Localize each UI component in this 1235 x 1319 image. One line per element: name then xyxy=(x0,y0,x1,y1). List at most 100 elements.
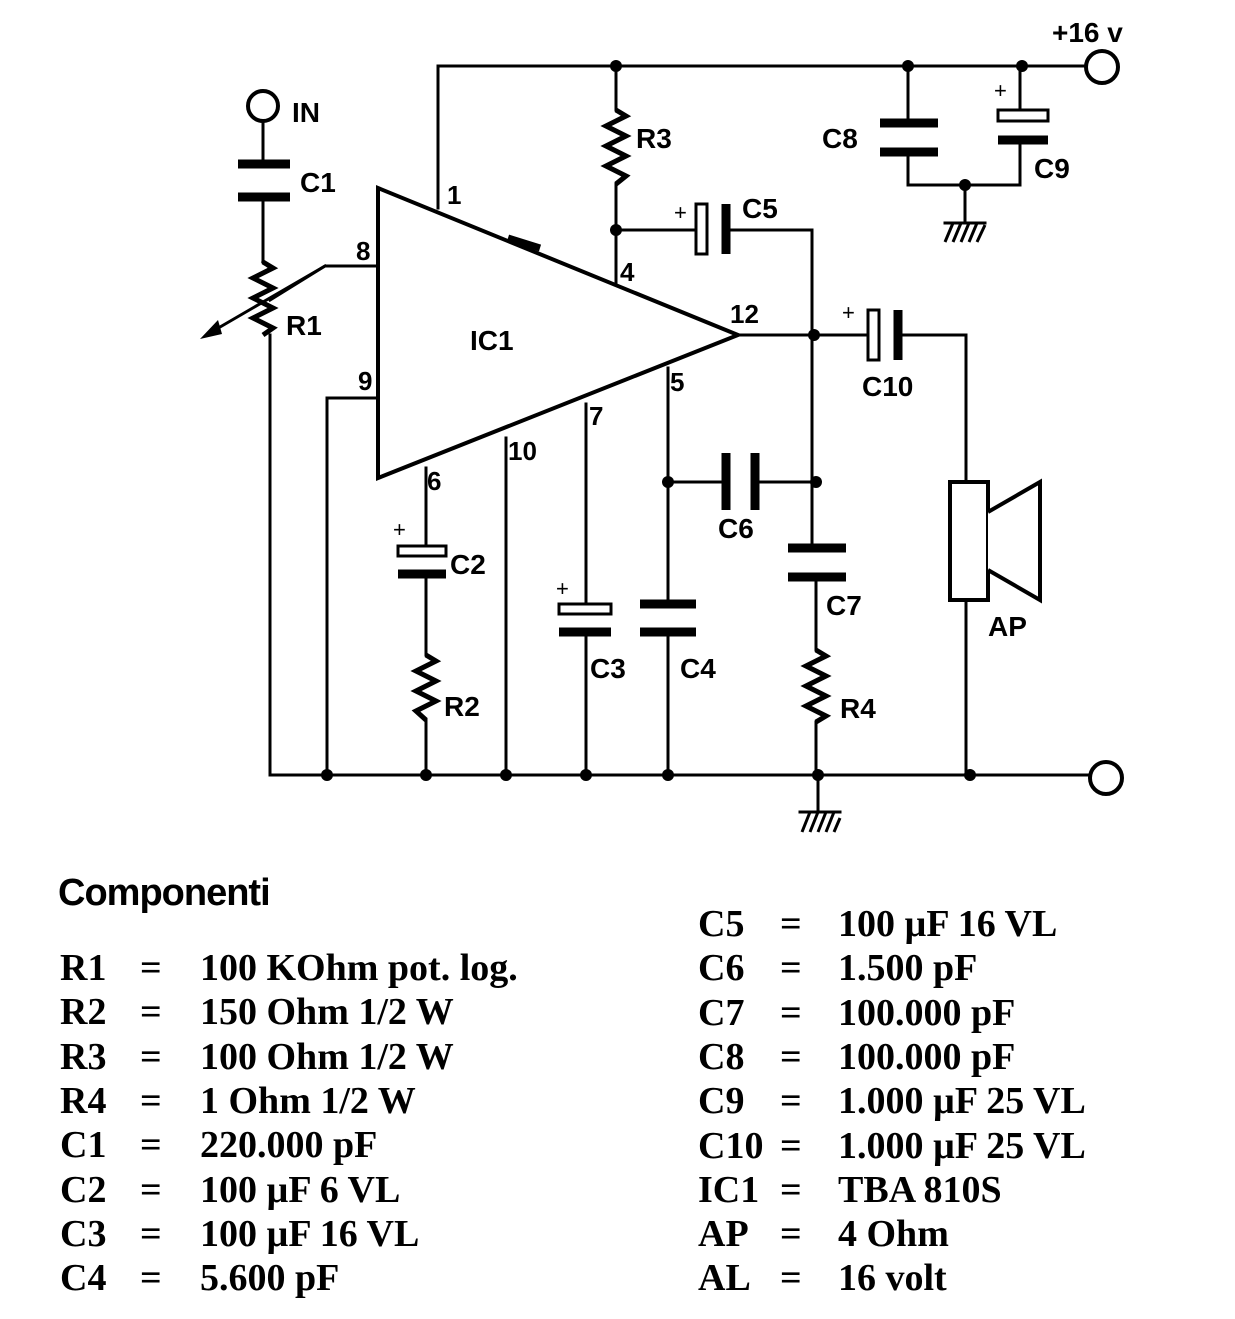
component-value: 150 Ohm 1/2 W xyxy=(200,991,454,1034)
r1-label: R1 xyxy=(286,310,322,341)
component-value: 1 Ohm 1/2 W xyxy=(200,1079,416,1122)
component-name: R4 xyxy=(60,1079,107,1122)
capacitors xyxy=(238,118,938,637)
wires xyxy=(260,64,1092,812)
equals-sign: = xyxy=(140,947,162,989)
component-value: 5.600 pF xyxy=(200,1257,340,1300)
component-row: C6=1.500 pF xyxy=(698,946,1235,990)
c8-label: C8 xyxy=(822,123,858,154)
r4-label: R4 xyxy=(840,693,876,724)
c9-plus-sign: + xyxy=(994,78,1007,103)
equals-sign: = xyxy=(140,1035,162,1078)
component-name: C8 xyxy=(698,1035,745,1078)
component-value: 1.500 pF xyxy=(838,947,978,990)
c3-label: C3 xyxy=(590,653,626,684)
equals-sign: = xyxy=(140,991,162,1034)
component-name: C1 xyxy=(60,1124,107,1167)
output-terminal xyxy=(1088,760,1124,796)
ic1-label: IC1 xyxy=(470,325,514,356)
component-row: C3=100 µF 16 VL xyxy=(60,1212,620,1256)
equals-sign: = xyxy=(780,991,802,1034)
pin-9-label: 9 xyxy=(358,366,372,396)
component-name: AP xyxy=(698,1213,749,1256)
component-row: C5=100 µF 16 VL xyxy=(698,902,1235,946)
component-row: AL = 16 volt xyxy=(698,1256,1235,1300)
equals-sign: = xyxy=(780,1213,802,1256)
equals-sign: = xyxy=(780,1080,802,1123)
component-row: C10 = 1.000 µF 25 VL xyxy=(698,1124,1235,1168)
equals-sign: = xyxy=(140,1212,162,1255)
equals-sign: = xyxy=(140,1079,162,1122)
supply-label: +16 v xyxy=(1052,17,1123,48)
equals-sign: = xyxy=(780,947,802,990)
equals-sign: = xyxy=(780,1124,802,1167)
component-value: 100.000 pF xyxy=(838,991,1016,1034)
speaker-icon xyxy=(948,478,1042,604)
r2-label: R2 xyxy=(444,691,480,722)
component-row: AP=4 Ohm xyxy=(698,1212,1235,1256)
c6-label: C6 xyxy=(718,513,754,544)
c2-plus-sign: + xyxy=(393,517,406,542)
pin-1-label: 1 xyxy=(447,180,461,210)
pin-10-label: 10 xyxy=(508,436,537,466)
component-name: R2 xyxy=(60,991,107,1034)
equals-sign: = xyxy=(140,1124,162,1167)
component-value: 100.000 pF xyxy=(838,1035,1016,1078)
pin-6-label: 6 xyxy=(427,466,441,496)
component-name: C10 xyxy=(698,1124,764,1167)
component-value: 100 Ohm 1/2 W xyxy=(200,1035,454,1078)
component-row: C1 = 220.000 pF xyxy=(60,1123,620,1167)
junction-dots xyxy=(321,60,1028,781)
component-row: C7 = 100.000 pF xyxy=(698,991,1235,1035)
component-name: AL xyxy=(698,1257,751,1300)
ic1-amplifier-triangle xyxy=(376,185,744,481)
component-name: C5 xyxy=(698,903,745,945)
equals-sign: = xyxy=(780,1168,802,1211)
component-name: R3 xyxy=(60,1035,107,1078)
c10-label: C10 xyxy=(862,371,913,402)
component-value: 220.000 pF xyxy=(200,1124,378,1167)
c2-label: C2 xyxy=(450,549,486,580)
c1-label: C1 xyxy=(300,167,336,198)
ground-icon xyxy=(798,221,987,833)
component-value: 100 µF 16 VL xyxy=(838,903,1058,945)
component-value: 100 KOhm pot. log. xyxy=(200,947,518,989)
c7-label: C7 xyxy=(826,590,862,621)
supply-terminal xyxy=(1084,49,1120,85)
equals-sign: = xyxy=(140,1168,162,1211)
equals-sign: = xyxy=(780,1257,802,1300)
component-value: 1.000 µF 25 VL xyxy=(838,1080,1086,1123)
component-value: TBA 810S xyxy=(838,1168,1002,1211)
input-terminal xyxy=(246,89,280,123)
component-row: C9 = 1.000 µF 25 VL xyxy=(698,1079,1235,1123)
c3-plus-sign: + xyxy=(556,576,569,601)
component-row: C8 = 100.000 pF xyxy=(698,1035,1235,1079)
pin-4-label: 4 xyxy=(620,257,635,287)
component-value: 1.000 µF 25 VL xyxy=(838,1124,1086,1167)
component-value: 100 µF 16 VL xyxy=(200,1212,420,1255)
component-row: R1 = 100 KOhm pot. log. xyxy=(60,946,620,990)
c5-label: C5 xyxy=(742,193,778,224)
pin-5-label: 5 xyxy=(670,367,684,397)
component-value: 100 µF 6 VL xyxy=(200,1168,401,1211)
pin-7-label: 7 xyxy=(589,401,603,431)
resistors xyxy=(200,107,832,725)
terminals xyxy=(246,49,1124,796)
electrolytic-capacitors xyxy=(396,108,1050,637)
component-name: R1 xyxy=(60,947,107,989)
component-name: C2 xyxy=(60,1168,107,1211)
component-row: C2 = 100 µF 6 VL xyxy=(60,1168,620,1212)
equals-sign: = xyxy=(780,1035,802,1078)
component-name: C4 xyxy=(60,1257,107,1300)
component-row: IC1 = TBA 810S xyxy=(698,1168,1235,1212)
c10-plus-sign: + xyxy=(842,300,855,325)
component-row: C4=5.600 pF xyxy=(60,1256,620,1300)
r3-label: R3 xyxy=(636,123,672,154)
pin-12-label: 12 xyxy=(730,299,759,329)
component-name: IC1 xyxy=(698,1168,760,1211)
component-value: 16 volt xyxy=(838,1257,947,1300)
component-name: C7 xyxy=(698,991,745,1034)
c4-label: C4 xyxy=(680,653,716,684)
component-name: C9 xyxy=(698,1080,745,1123)
component-row: R4 = 1 Ohm 1/2 W xyxy=(60,1079,620,1123)
